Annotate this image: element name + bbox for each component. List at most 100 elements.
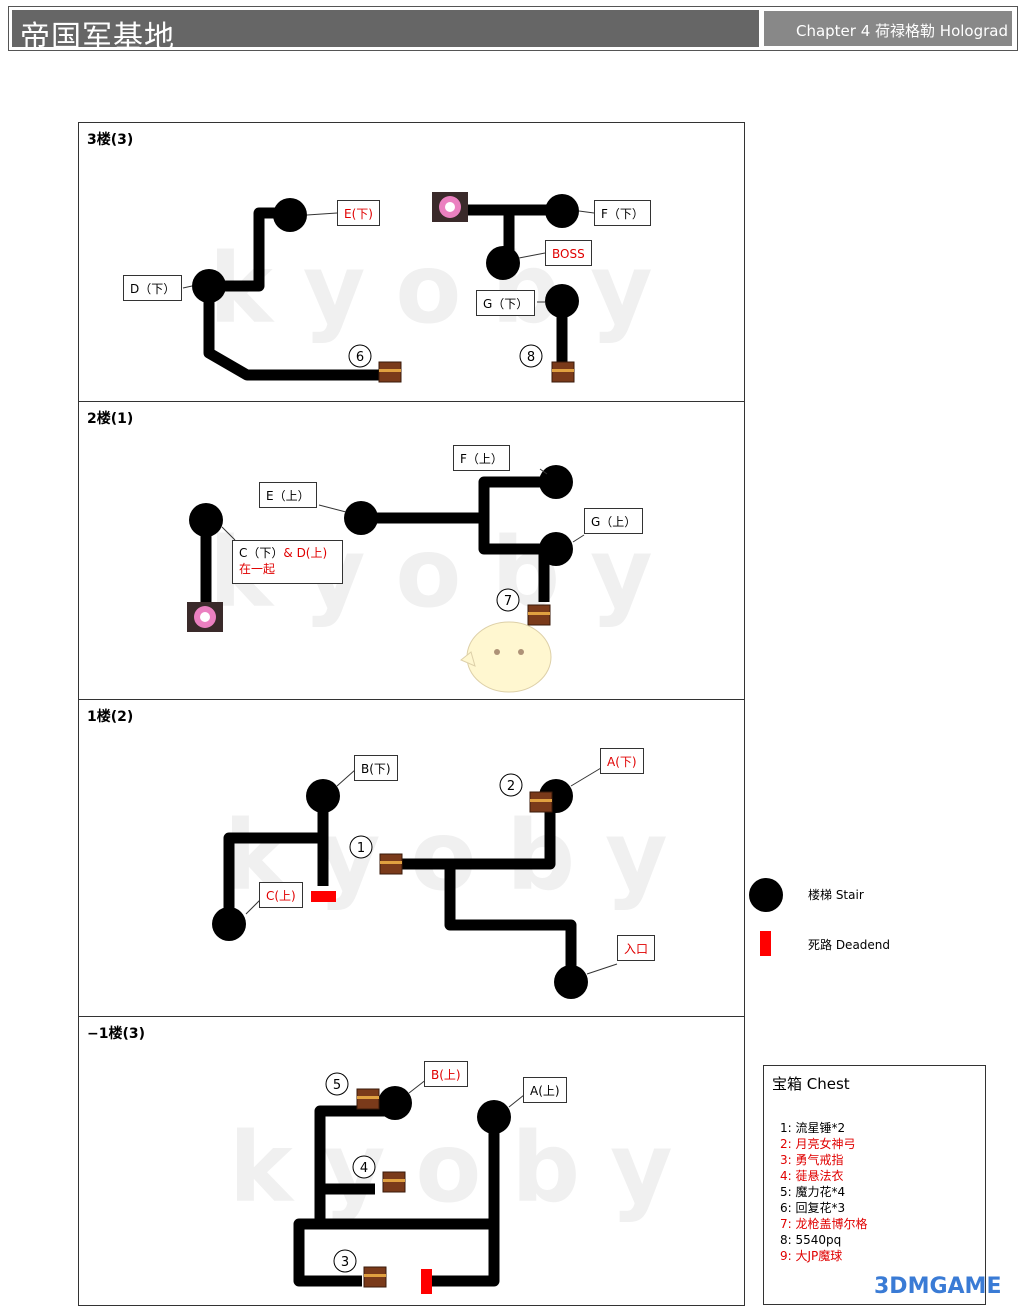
floor-label: 3楼(3) bbox=[87, 132, 134, 148]
stair-icon bbox=[539, 465, 573, 499]
legend-deadend-label: 死路 Deadend bbox=[808, 938, 891, 952]
path bbox=[391, 796, 556, 870]
stair-icon bbox=[554, 965, 588, 999]
chest-icon bbox=[551, 361, 575, 383]
chapter-subtitle: Chapter 4 荷禄格勒 Holograd bbox=[795, 22, 1008, 40]
chest-number-circle bbox=[352, 1155, 376, 1179]
floor-1-map: kyoby 1楼(2) bbox=[78, 699, 745, 1017]
chest-number: 6 bbox=[356, 350, 364, 365]
chest-list: 1: 流星锤*2 2: 月亮女神弓 3: 勇气戒指 4: 蓰悬法衣 5: 魔力花*4 6:… bbox=[780, 1120, 868, 1264]
label-g-up: G（上） bbox=[584, 508, 644, 534]
chest-list-item: 8: 5540pq bbox=[780, 1233, 842, 1247]
chest-number: 3 bbox=[341, 1255, 349, 1270]
stair-icon bbox=[212, 907, 246, 941]
label-c-up: C(上) bbox=[259, 882, 303, 908]
label-e-down: E(下) bbox=[337, 200, 380, 226]
label-g-down: G（下） bbox=[476, 290, 536, 316]
label-entrance: 入口 bbox=[617, 935, 656, 961]
path bbox=[478, 476, 556, 602]
label-cd-d: & D(上) bbox=[283, 546, 328, 560]
path bbox=[223, 832, 323, 922]
basement-1-map: kyoby −1楼(3) bbox=[78, 1016, 745, 1306]
path bbox=[203, 286, 389, 381]
chest-list-item: 4: 蓰悬法衣 bbox=[780, 1169, 844, 1183]
stair-icon bbox=[545, 194, 579, 228]
chest-icon bbox=[363, 1266, 387, 1288]
chest-list-item: 2: 月亮女神弓 bbox=[780, 1137, 856, 1151]
chest-list-item: 1: 流星锤*2 bbox=[780, 1121, 846, 1135]
stair-icon bbox=[378, 1086, 412, 1120]
label-cd-c: C（下） bbox=[239, 546, 284, 560]
stair-icon bbox=[545, 284, 579, 318]
label-a-up: A(上) bbox=[523, 1077, 567, 1103]
label-d-down: D（下） bbox=[123, 275, 183, 301]
chest-number-circle bbox=[499, 773, 523, 797]
label-f-up: F（上） bbox=[453, 445, 510, 471]
chest-icon bbox=[527, 604, 551, 626]
subtitle-box: Chapter 4 荷禄格勒 Holograd bbox=[763, 10, 1013, 47]
chest-icon bbox=[356, 1088, 380, 1110]
site-logo: 3DMGAME bbox=[874, 1274, 1002, 1299]
basement-1-paths: 5 4 3 bbox=[293, 1072, 530, 1294]
label-cd-together: 在一起 bbox=[239, 562, 276, 576]
floor-label: −1楼(3) bbox=[87, 1026, 146, 1042]
stair-icon bbox=[344, 501, 378, 535]
chest-number: 2 bbox=[507, 779, 515, 794]
title-box: 帝国军基地 bbox=[12, 10, 759, 55]
legend-icons bbox=[749, 878, 783, 956]
chest-icon bbox=[529, 791, 553, 813]
label-e-up: E（上） bbox=[259, 482, 317, 508]
chest-number: 1 bbox=[357, 841, 365, 856]
stair-icon bbox=[486, 246, 520, 280]
floor-3-map: kyoby 3楼(3) bbox=[78, 122, 745, 402]
chest-icon bbox=[379, 853, 403, 875]
floor-1-paths: 1 2 bbox=[212, 767, 618, 999]
path bbox=[293, 1117, 500, 1287]
chest-list-item: 7: 龙枪盖博尔格 bbox=[780, 1217, 868, 1231]
chest-number-circle bbox=[519, 344, 543, 368]
deadend-icon bbox=[760, 931, 771, 956]
chest-number-circle bbox=[333, 1249, 357, 1273]
floor-3-paths: 6 8 bbox=[182, 192, 595, 383]
chest-icon bbox=[378, 361, 402, 383]
chest-list-item: 9: 大JP魔球 bbox=[780, 1249, 843, 1263]
stair-icon bbox=[749, 878, 783, 912]
label-cd: C（下）& D(上) 在一起 bbox=[232, 540, 343, 584]
label-a-down: A(下) bbox=[600, 748, 644, 774]
chest-list-item: 6: 回复花*3 bbox=[780, 1201, 846, 1215]
chest-number-circle bbox=[348, 344, 372, 368]
label-b-down: B(下) bbox=[354, 755, 398, 781]
floor-label: 2楼(1) bbox=[87, 411, 134, 427]
deadend-marker bbox=[311, 891, 336, 902]
floor-2-paths: 7 bbox=[187, 465, 585, 693]
chest-number-circle bbox=[349, 835, 373, 859]
stair-icon bbox=[192, 269, 226, 303]
deadend-marker bbox=[421, 1269, 432, 1294]
watermark: kyoby bbox=[229, 1112, 703, 1224]
chest-number-circle bbox=[496, 588, 520, 612]
label-f-down: F（下） bbox=[594, 200, 651, 226]
chest-list-title: 宝箱 Chest bbox=[772, 1075, 850, 1093]
legend-stair-label: 楼梯 Stair bbox=[808, 888, 864, 902]
stair-icon bbox=[477, 1100, 511, 1134]
boss-orb-icon bbox=[432, 192, 468, 222]
chest-list-item: 5: 魔力花*4 bbox=[780, 1185, 846, 1199]
label-boss: BOSS bbox=[545, 240, 592, 266]
stair-icon bbox=[273, 198, 307, 232]
chest-number: 5 bbox=[333, 1078, 341, 1093]
path bbox=[444, 864, 577, 980]
chest-number: 8 bbox=[527, 350, 535, 365]
label-b-up: B(上) bbox=[424, 1061, 468, 1087]
floor-2-map: kyoby 2楼(1) 7 bbox=[78, 401, 745, 700]
path bbox=[432, 1224, 500, 1287]
chest-icon bbox=[382, 1171, 406, 1193]
stair-icon bbox=[306, 779, 340, 813]
stair-icon bbox=[189, 503, 223, 537]
header-bar: 帝国军基地 Chapter 4 荷禄格勒 Holograd bbox=[8, 6, 1018, 55]
chest-number: 7 bbox=[504, 594, 512, 609]
floor-label: 1楼(2) bbox=[87, 709, 134, 725]
mascot-icon bbox=[460, 621, 552, 693]
chest-list-item: 3: 勇气戒指 bbox=[780, 1153, 844, 1167]
chest-number-circle bbox=[325, 1072, 349, 1096]
chest-number: 4 bbox=[360, 1161, 368, 1176]
